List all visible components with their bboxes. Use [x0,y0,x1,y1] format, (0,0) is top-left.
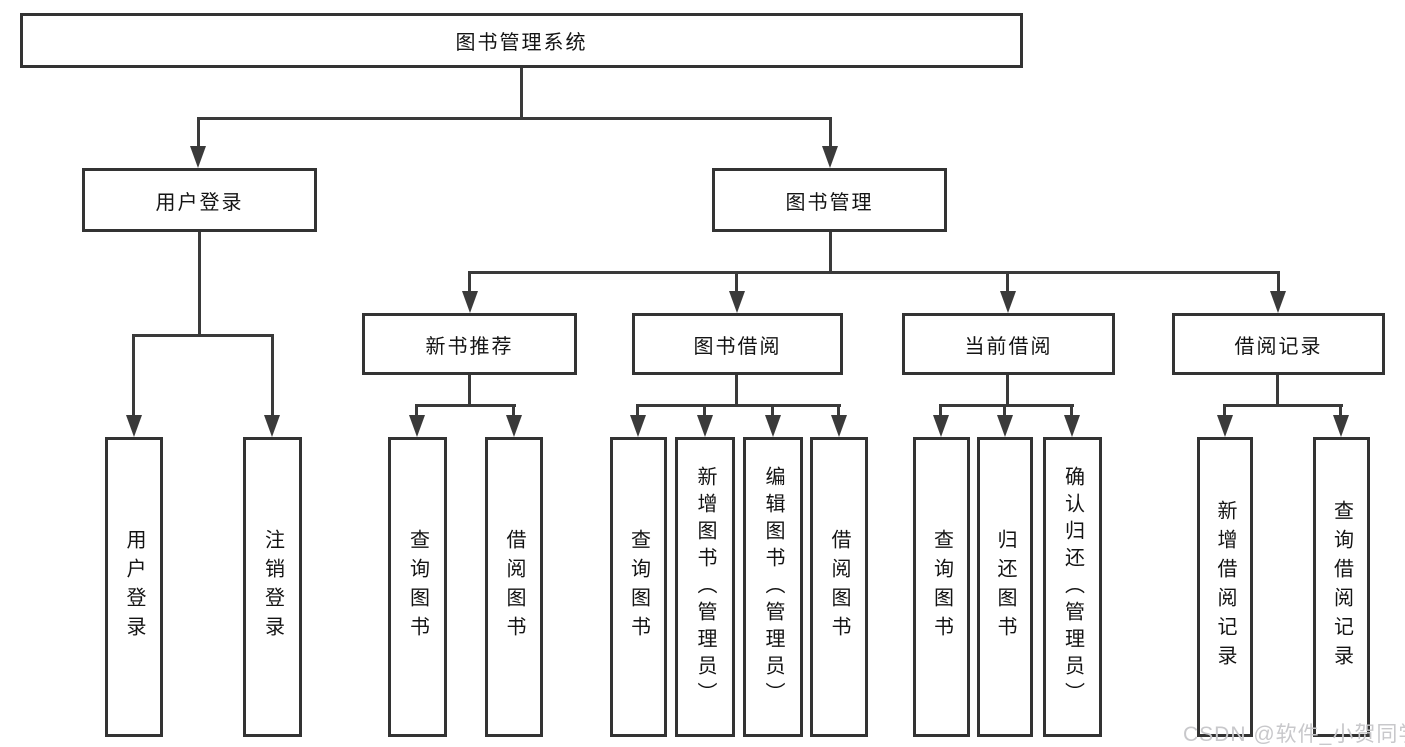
node-label: 归还图书 [994,529,1016,645]
leaf-query-books-3: 查询图书 [913,437,970,737]
connector-borrowrecord-stem [1276,375,1279,407]
connector-userlogin-branch [132,334,274,337]
node-book-borrow: 图书借阅 [632,313,843,375]
node-label: 用户登录 [123,529,145,645]
arrowhead-to-book-borrow [729,291,745,313]
node-label: 编辑图书（管理员） [762,465,784,709]
node-book-management: 图书管理 [712,168,947,232]
connector-newbook-stem [468,375,471,407]
leaf-return-book: 归还图书 [977,437,1033,737]
connector-currentborrow-branch [939,404,1074,407]
connector-bookmgmt-drop-4 [1277,271,1280,291]
arrowhead-to-leaf-user-login [126,415,142,437]
connector-currentborrow-drop-2 [1003,404,1006,417]
arrowhead-to-return-book [997,415,1013,437]
arrowhead-to-query-books-2 [630,415,646,437]
leaf-borrow-books-1: 借阅图书 [485,437,543,737]
arrowhead-to-query-books-1 [409,415,425,437]
connector-bookborrow-drop-1 [636,404,639,417]
node-label: 注销登录 [261,529,284,645]
node-label: 新增图书（管理员） [694,465,716,709]
node-label: 查询借阅记录 [1330,500,1353,674]
node-root-library-system: 图书管理系统 [20,13,1023,68]
arrowhead-to-user-login [190,146,206,168]
node-label: 查询图书 [627,529,650,645]
node-label: 借阅图书 [828,529,850,645]
node-label: 新书推荐 [425,335,514,358]
arrowhead-to-borrow-record [1270,291,1286,313]
node-new-book-recommend: 新书推荐 [362,313,577,375]
connector-userlogin-stem [198,232,201,337]
arrowhead-to-add-borrow-record [1217,415,1233,437]
leaf-add-borrow-record: 新增借阅记录 [1197,437,1253,737]
node-label: 当前借阅 [964,335,1053,358]
leaf-confirm-return-admin: 确认归还（管理员） [1043,437,1102,737]
connector-newbook-drop-1 [415,404,418,417]
connector-bookmgmt-drop-2 [735,271,738,291]
connector-bookmgmt-stem [829,232,832,274]
node-label: 图书管理系统 [455,32,588,54]
arrowhead-to-current-borrow [1000,291,1016,313]
connector-currentborrow-drop-1 [939,404,942,417]
node-label: 用户登录 [155,191,244,214]
leaf-user-login: 用户登录 [105,437,163,737]
arrowhead-to-leaf-logout [264,415,280,437]
connector-newbook-branch [415,404,516,407]
connector-currentborrow-drop-3 [1070,404,1073,417]
connector-bookmgmt-branch [468,271,1280,274]
connector-root-drop-right [829,117,832,147]
connector-bookmgmt-drop-3 [1006,271,1009,291]
arrowhead-to-borrow-books-2 [831,415,847,437]
connector-currentborrow-stem [1006,375,1009,407]
node-label: 新增借阅记录 [1214,500,1236,674]
node-label: 图书借阅 [693,335,782,358]
node-user-login: 用户登录 [82,168,317,232]
connector-root-drop-left [197,117,200,147]
connector-bookborrow-drop-2 [703,404,706,417]
connector-userlogin-drop-1 [132,334,135,415]
leaf-query-books-1: 查询图书 [388,437,447,737]
node-label: 图书管理 [785,191,874,214]
node-label: 查询图书 [406,529,429,645]
connector-bookmgmt-drop-1 [468,271,471,291]
node-label: 确认归还（管理员） [1061,465,1084,709]
connector-root-stem [520,68,523,118]
leaf-query-books-2: 查询图书 [610,437,667,737]
node-label: 查询图书 [930,529,953,645]
connector-borrowrecord-drop-2 [1339,404,1342,417]
connector-root-branch [197,117,831,120]
node-current-borrow: 当前借阅 [902,313,1115,375]
connector-newbook-drop-2 [512,404,515,417]
arrowhead-to-confirm-return [1064,415,1080,437]
csdn-watermark: CSDN @软件_小贺同学 [1183,723,1405,746]
connector-bookborrow-drop-4 [837,404,840,417]
node-label: 借阅图书 [503,529,525,645]
arrowhead-to-add-book [697,415,713,437]
node-borrow-record: 借阅记录 [1172,313,1385,375]
arrowhead-to-borrow-books-1 [506,415,522,437]
arrowhead-to-edit-book [765,415,781,437]
node-label: 借阅记录 [1234,335,1323,358]
leaf-edit-book-admin: 编辑图书（管理员） [743,437,803,737]
connector-borrowrecord-branch [1223,404,1343,407]
arrowhead-to-query-borrow-record [1333,415,1349,437]
leaf-add-book-admin: 新增图书（管理员） [675,437,735,737]
connector-bookborrow-drop-3 [771,404,774,417]
arrowhead-to-book-management [822,146,838,168]
connector-bookborrow-branch [636,404,841,407]
leaf-logout: 注销登录 [243,437,302,737]
connector-borrowrecord-drop-1 [1223,404,1226,417]
connector-userlogin-drop-2 [271,334,274,415]
arrowhead-to-query-books-3 [933,415,949,437]
leaf-query-borrow-record: 查询借阅记录 [1313,437,1370,737]
connector-bookborrow-stem [735,375,738,407]
arrowhead-to-new-book [462,291,478,313]
leaf-borrow-books-2: 借阅图书 [810,437,868,737]
